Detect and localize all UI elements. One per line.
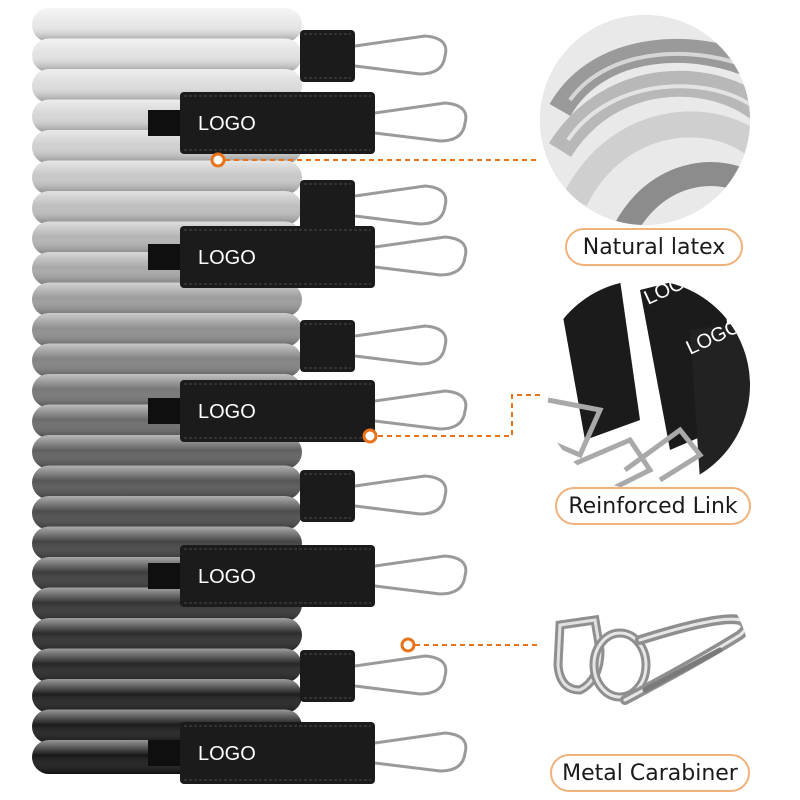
band-handle-logo: LOGO xyxy=(148,545,468,607)
band-tube xyxy=(32,313,302,347)
callout-leaders xyxy=(225,159,540,646)
band-tube xyxy=(32,648,302,683)
marker-dot xyxy=(210,152,226,168)
logo-text: LOGO xyxy=(198,113,256,135)
callout-natural-latex: Natural latex xyxy=(565,228,743,266)
band-handle-logo: LOGO xyxy=(148,380,468,442)
callout-metal-carabiner: Metal Carabiner xyxy=(550,754,750,792)
band-handle xyxy=(300,320,448,372)
marker-dot xyxy=(400,637,416,653)
band-handle-logo: LOGO xyxy=(148,92,468,154)
band-tube xyxy=(32,435,302,469)
band-handles: LOGO LOGO LOGO LOGO LOGO xyxy=(148,30,468,784)
callout-reinforced-link: Reinforced Link xyxy=(555,487,751,525)
latex-closeup xyxy=(540,15,750,225)
band-tube xyxy=(32,160,302,195)
band-tube xyxy=(32,282,302,317)
band-handle-logo: LOGO xyxy=(148,226,468,288)
carabiner-closeup xyxy=(540,560,750,770)
band-tube xyxy=(32,191,302,225)
band-tube xyxy=(32,679,302,713)
band-tube xyxy=(32,343,302,378)
band-tube xyxy=(32,8,302,42)
band-handle xyxy=(300,30,448,82)
band-tube xyxy=(32,618,302,652)
logo-text: LOGO xyxy=(198,247,256,269)
leader-line-link xyxy=(378,394,540,437)
logo-text: LOGO xyxy=(198,401,256,423)
band-handle xyxy=(300,470,448,522)
marker-dot xyxy=(362,428,378,444)
band-handle-logo: LOGO xyxy=(148,722,468,784)
band-handle xyxy=(300,180,448,232)
band-tube xyxy=(32,496,302,530)
logo-text: LOGO xyxy=(198,743,256,765)
link-closeup: LOGO LOGO xyxy=(540,280,750,490)
band-tube xyxy=(32,465,302,500)
logo-text: LOGO xyxy=(198,566,256,588)
band-tube xyxy=(32,38,302,73)
band-handle xyxy=(300,650,448,702)
callout-markers xyxy=(210,152,416,653)
